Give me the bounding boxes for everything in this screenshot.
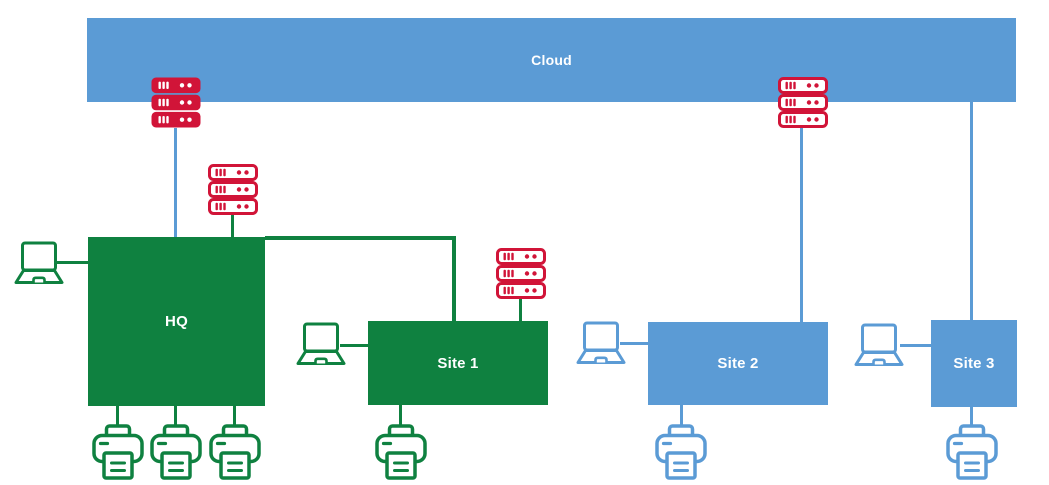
- link-site2-to-printer: [680, 405, 683, 426]
- laptop-icon: [14, 241, 64, 285]
- hq-node: HQ: [88, 237, 265, 406]
- link-hq-to-printer-2: [174, 406, 177, 426]
- site3-label: Site 3: [953, 355, 995, 372]
- link-laptop-to-hq: [55, 261, 88, 264]
- printer-icon: [375, 424, 427, 481]
- printer-icon: [946, 424, 998, 481]
- hq-label: HQ: [165, 313, 188, 330]
- server-rack-icon: [208, 164, 258, 215]
- link-laptop-to-site3: [900, 344, 932, 347]
- link-servers-to-hq: [231, 213, 234, 237]
- cloud-node: Cloud: [87, 18, 1016, 102]
- link-cloud-servers-to-site2: [800, 128, 803, 322]
- link-hq-to-printer-1: [116, 406, 119, 426]
- link-laptop-to-site1: [340, 344, 368, 347]
- link-hq-to-site1-vertical: [452, 236, 456, 321]
- laptop-icon: [296, 322, 346, 366]
- server-rack-icon: [151, 77, 201, 128]
- link-hq-to-printer-3: [233, 406, 236, 426]
- site1-node: Site 1: [368, 321, 548, 405]
- printer-icon: [92, 424, 144, 481]
- site1-label: Site 1: [437, 354, 479, 372]
- printer-icon: [655, 424, 707, 481]
- site3-node: Site 3: [931, 320, 1017, 407]
- server-rack-icon: [496, 248, 546, 299]
- link-site3-to-printer: [970, 407, 973, 426]
- server-rack-icon: [778, 77, 828, 128]
- link-cloud-to-site3: [970, 102, 973, 320]
- printer-icon: [150, 424, 202, 481]
- link-hq-to-site1-horizontal: [265, 236, 456, 240]
- cloud-label: Cloud: [531, 52, 572, 68]
- printer-icon: [209, 424, 261, 481]
- link-servers-to-site1: [519, 296, 522, 321]
- site2-node: Site 2: [648, 322, 828, 405]
- laptop-icon: [854, 323, 904, 367]
- link-cloud-servers-to-hq: [174, 128, 177, 237]
- site2-label: Site 2: [717, 355, 759, 372]
- laptop-icon: [576, 321, 626, 365]
- link-site1-to-printer: [399, 405, 402, 426]
- link-laptop-to-site2: [620, 342, 648, 345]
